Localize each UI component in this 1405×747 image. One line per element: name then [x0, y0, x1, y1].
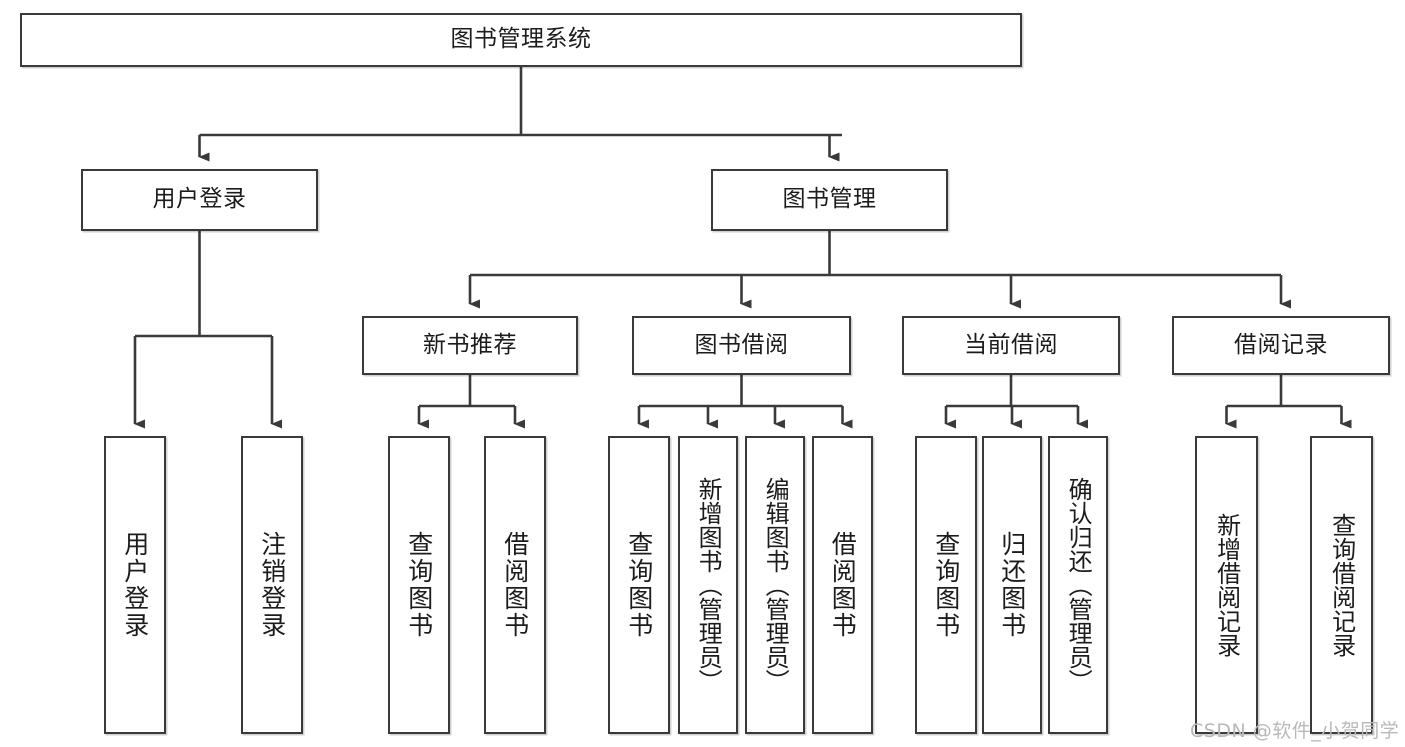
node-leaf-borrow-book[interactable]: 借阅图书 — [812, 436, 873, 734]
node-leaf-borrow-book-rec-label: 借阅图书 — [500, 531, 530, 639]
node-book-borrow-label: 图书借阅 — [694, 331, 789, 358]
node-leaf-query-book-borrow-label: 查询图书 — [624, 531, 654, 639]
node-leaf-add-book-label: 新增图书（管理员） — [694, 477, 723, 693]
edge-root-to-level1 — [198, 67, 842, 162]
node-user-login-label: 用户登录 — [152, 186, 247, 213]
node-leaf-add-record[interactable]: 新增借阅记录 — [1195, 436, 1258, 734]
node-leaf-edit-book-label: 编辑图书（管理员） — [761, 477, 790, 693]
edge-book-borrow-to-leaves — [637, 375, 853, 429]
node-new-book-rec[interactable]: 新书推荐 — [362, 316, 578, 375]
node-new-book-rec-label: 新书推荐 — [423, 331, 517, 358]
node-root[interactable]: 图书管理系统 — [20, 13, 1022, 67]
node-leaf-query-book-cur-label: 查询图书 — [931, 531, 961, 639]
node-root-label: 图书管理系统 — [450, 26, 592, 53]
edge-borrow-record-to-leaves — [1225, 375, 1352, 429]
node-leaf-borrow-book-label: 借阅图书 — [828, 531, 858, 639]
node-leaf-return-book-label: 归还图书 — [997, 531, 1027, 639]
node-leaf-query-record[interactable]: 查询借阅记录 — [1310, 436, 1373, 734]
node-current-borrow[interactable]: 当前借阅 — [902, 316, 1120, 375]
node-leaf-edit-book[interactable]: 编辑图书（管理员） — [745, 436, 805, 734]
node-leaf-user-logout[interactable]: 注销登录 — [241, 436, 303, 734]
node-user-login[interactable]: 用户登录 — [81, 169, 318, 231]
edge-book-manage-to-level2 — [468, 231, 1291, 309]
node-leaf-confirm-return[interactable]: 确认归还（管理员） — [1048, 436, 1108, 734]
edge-current-borrow-to-leaves — [944, 375, 1088, 429]
node-leaf-user-login[interactable]: 用户登录 — [104, 436, 166, 734]
node-leaf-user-logout-label: 注销登录 — [257, 531, 287, 639]
node-book-borrow[interactable]: 图书借阅 — [632, 316, 851, 375]
node-leaf-borrow-book-rec[interactable]: 借阅图书 — [484, 436, 546, 734]
node-current-borrow-label: 当前借阅 — [964, 331, 1058, 358]
node-leaf-query-book-rec[interactable]: 查询图书 — [388, 436, 450, 734]
edge-user-login-to-leaves — [133, 231, 282, 429]
node-leaf-add-book[interactable]: 新增图书（管理员） — [678, 436, 738, 734]
node-borrow-record[interactable]: 借阅记录 — [1172, 316, 1390, 375]
node-leaf-query-record-label: 查询借阅记录 — [1327, 513, 1356, 657]
edge-new-book-rec-to-leaves — [417, 375, 525, 429]
node-leaf-return-book[interactable]: 归还图书 — [982, 436, 1042, 734]
csdn-watermark: CSDN @软件_小贺同学 — [1190, 720, 1400, 742]
node-leaf-query-book-borrow[interactable]: 查询图书 — [608, 436, 670, 734]
node-borrow-record-label: 借阅记录 — [1234, 331, 1328, 358]
node-leaf-add-record-label: 新增借阅记录 — [1212, 513, 1241, 657]
node-book-manage[interactable]: 图书管理 — [711, 169, 948, 231]
node-book-manage-label: 图书管理 — [782, 186, 877, 213]
node-leaf-confirm-return-label: 确认归还（管理员） — [1064, 477, 1093, 693]
node-leaf-user-login-label: 用户登录 — [120, 531, 150, 639]
node-leaf-query-book-rec-label: 查询图书 — [404, 531, 434, 639]
node-leaf-query-book-cur[interactable]: 查询图书 — [915, 436, 977, 734]
